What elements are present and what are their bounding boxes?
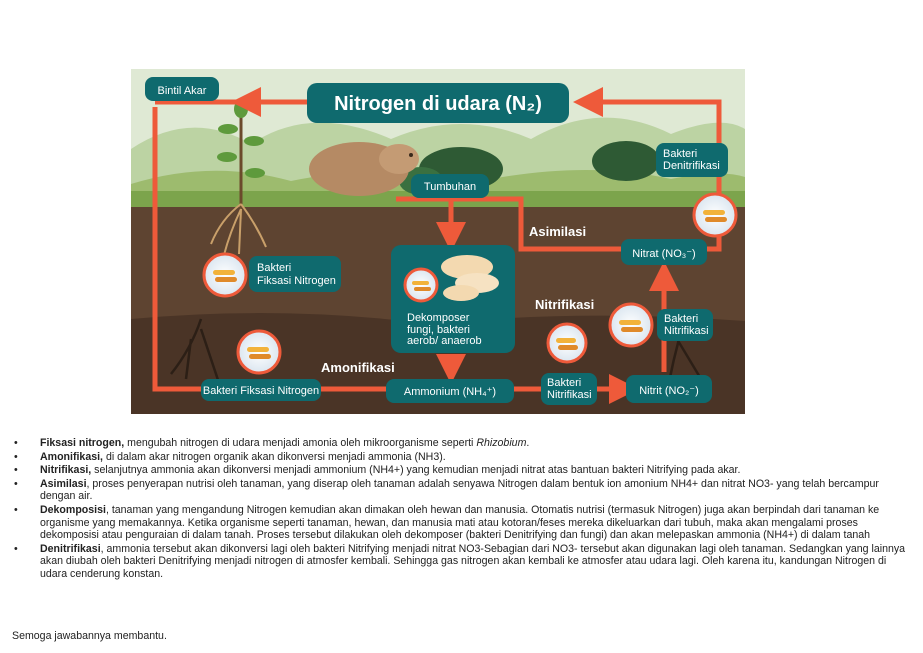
bacteria-icon xyxy=(213,270,237,282)
arrow-nitrat-left xyxy=(396,196,621,252)
closing-text: Semoga jawabannya membantu. xyxy=(12,630,167,642)
amonium-label: Ammonium (NH₄⁺) xyxy=(404,386,496,398)
note-tail: . xyxy=(526,437,530,449)
note-amonifikasi: Amonifikasi, di dalam akar nitrogen orga… xyxy=(14,451,914,464)
arrow-left-down xyxy=(152,107,201,392)
bakteri-nitrifikasi-right-box xyxy=(657,309,713,341)
note-term: Asimilasi xyxy=(40,477,87,490)
mole-animal xyxy=(309,142,419,196)
bakteri-nitrifikasi-bottom-line2: Nitrifikasi xyxy=(547,389,592,401)
dekomposer-sub-line2: aerob/ anaerob xyxy=(407,335,482,347)
title-box xyxy=(307,83,569,123)
note-term: Nitrifikasi, xyxy=(40,464,92,477)
note-term: Denitrifikasi xyxy=(40,542,101,555)
bakteri-fiksasi-line1: Bakteri xyxy=(257,262,291,274)
note-text: , ammonia tersebut akan dikonversi lagi … xyxy=(40,542,906,580)
nitrat-label: Nitrat (NO₃⁻) xyxy=(632,248,695,260)
dekomposer-title: Dekomposer xyxy=(407,312,470,324)
bacteria-icon xyxy=(619,320,643,332)
bintil-akar-box xyxy=(145,77,219,101)
note-denitrifikasi: Denitrifikasi, ammonia tersebut akan dik… xyxy=(14,543,914,581)
note-text: , tanaman yang mengandung Nitrogen kemud… xyxy=(40,503,880,542)
note-dekomposisi: Dekomposisi, tanaman yang mengandung Nit… xyxy=(14,504,914,542)
bakteri-fiksasi-bottom-box xyxy=(201,379,321,401)
bush-right xyxy=(592,141,660,181)
bakteri-fiksasi-bottom-label: Bakteri Fiksasi Nitrogen xyxy=(203,385,319,397)
nitrit-box xyxy=(626,375,712,403)
nitrogen-cycle-diagram: Nitrogen di udara (N₂) Bintil Akar Tumbu… xyxy=(131,69,745,414)
note-text: , proses penyerapan nutrisi oleh tanaman… xyxy=(40,477,879,503)
note-text: selanjutnya ammonia akan dikonversi menj… xyxy=(91,464,741,477)
bakteri-nitrifikasi-bottom-box xyxy=(541,373,597,405)
bakteri-denitrifikasi-line1: Bakteri xyxy=(663,148,697,160)
bakteri-denitrifikasi-line2: Denitrifikasi xyxy=(663,160,720,172)
note-term: Fiksasi nitrogen, xyxy=(40,437,125,449)
amonifikasi-label: Amonifikasi xyxy=(321,360,395,375)
nitrifikasi-label: Nitrifikasi xyxy=(535,297,594,312)
dekomposer-sub-line1: fungi, bakteri xyxy=(407,324,470,336)
note-text: di dalam akar nitrogen organik akan diko… xyxy=(103,450,446,463)
note-term: Amonifikasi, xyxy=(40,450,103,463)
bakteri-fiksasi-line2: Fiksasi Nitrogen xyxy=(257,275,336,287)
amonium-box xyxy=(386,379,514,403)
note-text: mengubah nitrogen di udara menjadi amoni… xyxy=(124,437,477,449)
note-fiksasi: Fiksasi nitrogen, mengubah nitrogen di u… xyxy=(14,437,914,450)
tumbuhan-box xyxy=(411,174,489,198)
note-nitrifikasi: Nitrifikasi, selanjutnya ammonia akan di… xyxy=(14,464,914,477)
nitrat-box xyxy=(621,239,707,265)
diagram-title: Nitrogen di udara (N₂) xyxy=(334,93,542,115)
bacteria-icon xyxy=(412,281,431,291)
bacteria-icon xyxy=(703,210,727,222)
note-italic: Rhizobium xyxy=(476,437,527,449)
bintil-akar-label: Bintil Akar xyxy=(158,85,207,97)
tumbuhan-label: Tumbuhan xyxy=(424,181,476,193)
mushroom-illustration xyxy=(441,255,499,301)
bacteria-icon xyxy=(556,338,578,350)
bakteri-nitrifikasi-bottom-line1: Bakteri xyxy=(547,377,581,389)
note-asimilasi: Asimilasi, proses penyerapan nutrisi ole… xyxy=(14,478,914,503)
asimilasi-label: Asimilasi xyxy=(529,224,586,239)
bakteri-fiksasi-box xyxy=(249,256,341,292)
bacteria-icon xyxy=(247,347,271,359)
nitrit-label: Nitrit (NO₂⁻) xyxy=(639,385,699,397)
bakteri-nitrifikasi-right-line2: Nitrifikasi xyxy=(664,325,709,337)
explanation-list: Fiksasi nitrogen, mengubah nitrogen di u… xyxy=(14,437,914,582)
bakteri-nitrifikasi-right-line1: Bakteri xyxy=(664,313,698,325)
note-term: Dekomposisi xyxy=(40,503,106,516)
bakteri-denitrifikasi-box xyxy=(656,143,728,177)
